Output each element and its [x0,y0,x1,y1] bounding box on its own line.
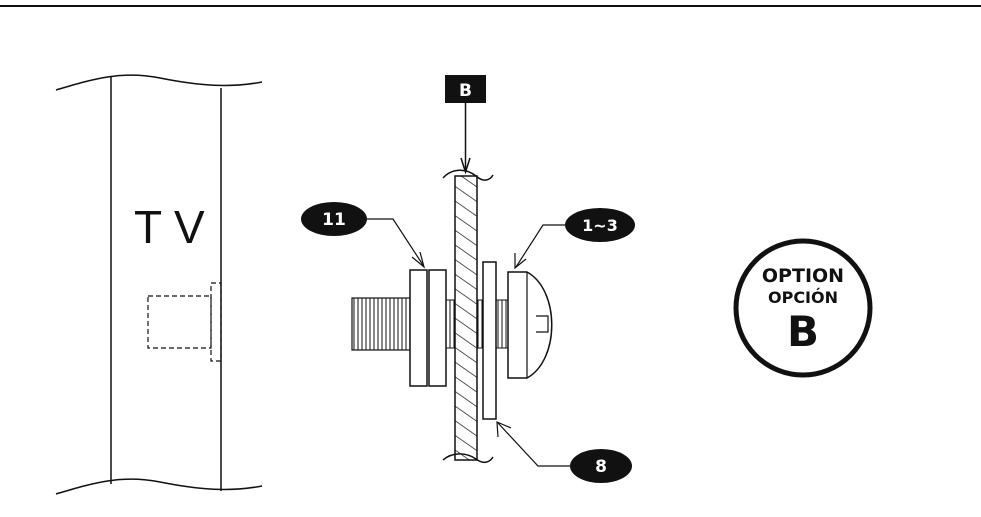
tv-label: T V [134,201,205,253]
option-label: OPTION [762,265,844,287]
opcion-label: OPCIÓN [768,288,838,307]
callout-11: 11 [301,202,426,269]
svg-text:1~3: 1~3 [582,216,618,235]
svg-text:B: B [459,81,472,101]
callout-8: 8 [496,421,632,483]
tv-panel: T V [55,74,263,495]
svg-text:8: 8 [595,457,607,477]
washer-stack [409,269,447,387]
screw-head [507,271,553,379]
option-letter: B [787,307,819,356]
svg-text:11: 11 [322,210,346,230]
section-marker: B [445,75,486,175]
spacer-washer [482,261,497,420]
tv-insert-hidden [147,282,222,362]
callout-1-3: 1~3 [514,208,635,270]
option-badge: OPTION OPCIÓN B [733,238,873,378]
bolt-shaft [351,297,509,351]
